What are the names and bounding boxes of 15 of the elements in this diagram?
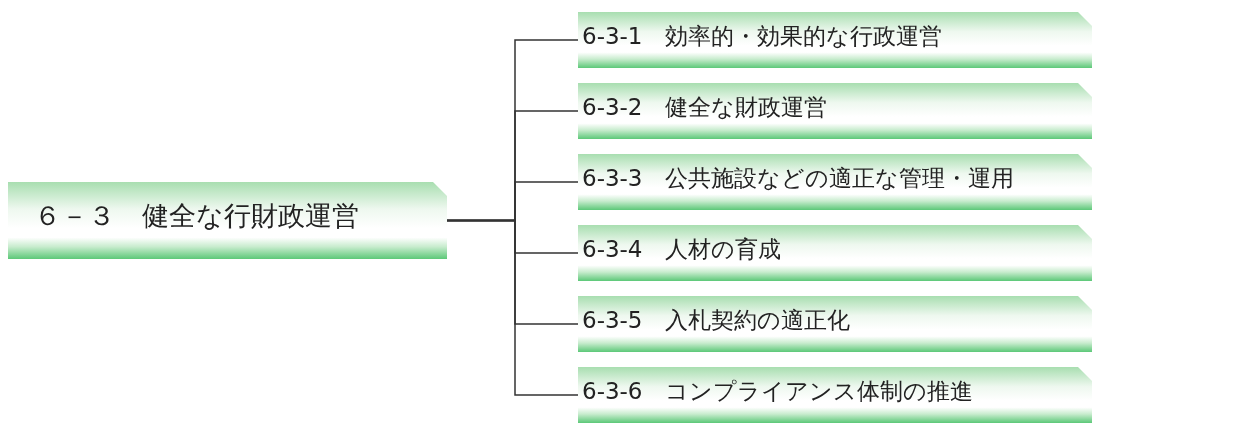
- item-banner: [578, 296, 1092, 352]
- banner-text: 6-3-2 健全な財政運営: [582, 93, 828, 123]
- banner-text: 6-3-6 コンプライアンス体制の推進: [582, 377, 974, 407]
- banner-text: 6-3-4 人材の育成: [582, 235, 782, 265]
- item-banner: [578, 225, 1092, 281]
- item-banner: [578, 83, 1092, 139]
- item-banner: [578, 154, 1092, 210]
- banner-text: 6-3-1 効率的・効果的な行政運営: [582, 22, 943, 52]
- item-banner: [578, 12, 1092, 68]
- item-banner: [578, 367, 1092, 423]
- connector-line: [446, 219, 579, 396]
- banner-text: ６－３ 健全な行財政運営: [34, 198, 359, 233]
- banner-text: 6-3-5 入札契約の適正化: [582, 306, 851, 336]
- banner-text: 6-3-3 公共施設などの適正な管理・運用: [582, 164, 1015, 194]
- heading-banner: [8, 182, 447, 259]
